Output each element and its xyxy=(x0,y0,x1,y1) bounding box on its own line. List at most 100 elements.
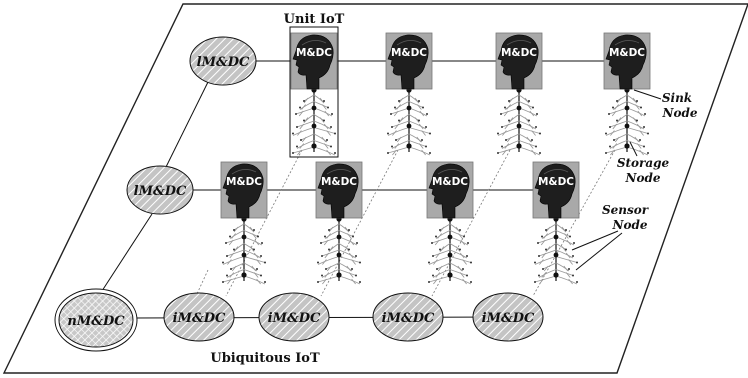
sensor-node-dot xyxy=(356,242,358,244)
tree-twig xyxy=(328,246,350,252)
sensor-node-dot xyxy=(534,261,536,264)
sink-node-pointer xyxy=(633,89,662,100)
storage-node-dot xyxy=(553,272,559,278)
tree-branch xyxy=(432,269,451,278)
tree-branch xyxy=(387,127,410,136)
sensor-tree xyxy=(317,216,361,285)
tree-twig xyxy=(540,239,572,246)
sensor-node-dot xyxy=(435,235,437,238)
tree-twig xyxy=(508,117,530,123)
sensor-node-dot xyxy=(462,268,464,270)
sensor-tree xyxy=(534,216,578,285)
tree-twig xyxy=(616,117,638,123)
tree-branch xyxy=(229,230,245,239)
tree-twig xyxy=(301,136,327,143)
tree-twig xyxy=(541,252,571,259)
sensor-node-dot xyxy=(545,229,547,231)
sensor-node-dot xyxy=(323,119,325,122)
tree-branch xyxy=(613,133,628,141)
bottom-mdc-node-1: iM&DC xyxy=(163,292,235,342)
sensor-node-dot xyxy=(609,145,611,148)
head-label: M&DC xyxy=(501,47,537,59)
sensor-node-dot xyxy=(233,229,235,231)
top-middle-vertical-link xyxy=(165,81,209,168)
sensor-node-dot xyxy=(328,229,330,231)
sensor-node-dot xyxy=(426,113,428,115)
sensor-node-dot xyxy=(229,235,231,238)
tree-branch xyxy=(394,101,410,110)
sensor-node-dot xyxy=(542,268,544,270)
tree-branch xyxy=(501,120,520,128)
sensor-node-dot xyxy=(292,152,294,154)
sensor-node-dot xyxy=(330,126,332,128)
sensor-node-dot xyxy=(317,281,319,283)
storage-node-dot xyxy=(624,105,630,111)
sensor-node-dot xyxy=(394,106,396,109)
mdc-head: M&DC xyxy=(426,161,474,219)
tree-branch xyxy=(321,249,340,257)
tree-twig xyxy=(324,272,354,278)
sensor-node-dot xyxy=(303,100,305,102)
dotted-guide-4 xyxy=(195,269,209,297)
tree-branch xyxy=(626,140,645,147)
sensor-node-dot xyxy=(565,248,567,251)
tree-twig xyxy=(326,233,352,239)
sensor-node-dot xyxy=(359,281,361,283)
sensor-node-dot xyxy=(616,119,618,122)
tree-branch xyxy=(497,127,520,136)
tree-twig xyxy=(614,104,640,110)
tree-twig xyxy=(396,136,422,143)
storage-node-dot xyxy=(447,272,453,278)
tree-branch xyxy=(338,249,357,259)
sensor-node-dot xyxy=(428,261,430,264)
head-silhouette xyxy=(387,34,429,90)
head-label: M&DC xyxy=(321,176,357,188)
top-left-mdc-node-label: lM&DC xyxy=(197,55,250,70)
tree-branch xyxy=(436,262,451,270)
head-label: M&DC xyxy=(432,176,468,188)
tree-branch xyxy=(321,269,340,278)
tree-branch xyxy=(408,140,427,147)
tree-twig xyxy=(324,252,354,259)
network-mdc-node-label: nM&DC xyxy=(67,314,125,329)
tree-twig xyxy=(328,226,350,233)
storage-node-dot xyxy=(516,105,522,111)
sensor-node-dot xyxy=(431,242,433,244)
tree-branch xyxy=(501,140,520,149)
tree-twig xyxy=(610,130,644,136)
sensor-node-dot xyxy=(605,152,607,154)
tree-twig xyxy=(233,246,255,252)
tree-twig xyxy=(543,265,569,272)
sensor-node-dot xyxy=(398,119,400,122)
storage-node-dot xyxy=(241,252,247,258)
head-label: M&DC xyxy=(391,47,427,59)
sensor-node-dot xyxy=(613,139,615,141)
middle-network-vertical-link xyxy=(99,213,153,295)
tree-twig xyxy=(299,143,329,149)
sensor-node-dot xyxy=(569,235,571,238)
tree-branch xyxy=(505,133,520,141)
tree-branch xyxy=(626,127,649,134)
tree-twig xyxy=(539,259,573,265)
sensor-node-dot xyxy=(296,145,298,148)
tree-twig xyxy=(611,110,643,117)
tree-branch xyxy=(449,256,472,263)
middle-left-mdc-node-label: lM&DC xyxy=(134,184,187,199)
sensor-node-dot xyxy=(500,113,502,115)
bottom-mdc-node-2-shape xyxy=(258,292,330,342)
sensor-node-dot xyxy=(257,235,259,238)
sensor-node-dot xyxy=(532,106,534,109)
head-label: M&DC xyxy=(296,47,332,59)
tree-branch xyxy=(313,120,332,130)
head-silhouette xyxy=(534,163,576,219)
bottom-mdc-node-2-label: iM&DC xyxy=(268,311,321,326)
tree-branch xyxy=(504,101,520,110)
sensor-node-dot xyxy=(539,132,541,135)
tree-branch xyxy=(243,249,262,259)
storage-node-pointer xyxy=(629,141,638,157)
sensor-node-dot xyxy=(355,255,357,257)
sensor-node-dot xyxy=(429,132,431,135)
unit-iot-box xyxy=(289,26,339,158)
